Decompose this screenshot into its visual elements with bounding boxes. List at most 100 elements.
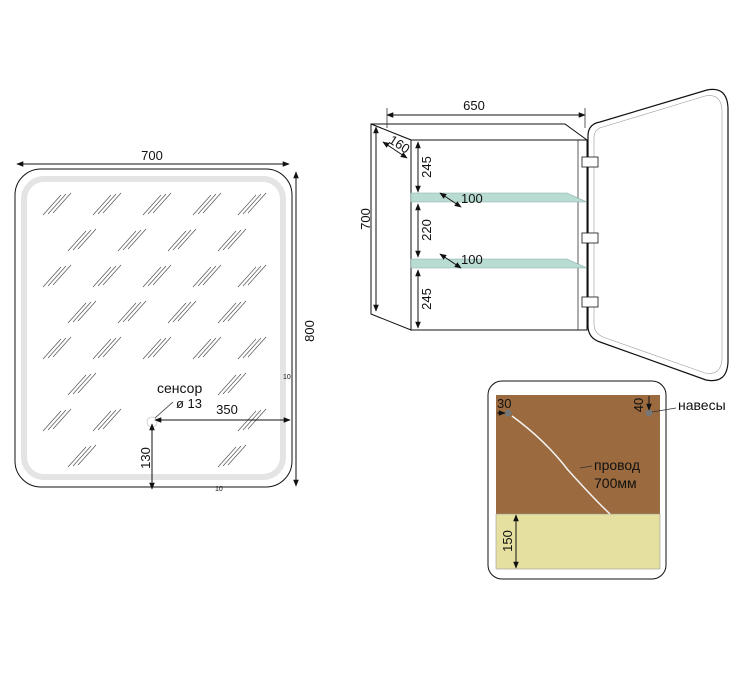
glass-hatch-stroke (47, 265, 67, 287)
shelf-gap-mid-label: 220 (419, 219, 434, 241)
glass-hatch-stroke (167, 302, 187, 324)
cabinet-front-frame (410, 139, 588, 331)
glass-hatch-stroke (72, 373, 92, 395)
glass-hatch-stroke (47, 337, 67, 359)
glass-hatch-stroke (92, 410, 112, 432)
glass-hatch-stroke (222, 301, 242, 323)
glass-hatch-stroke (67, 374, 87, 396)
glass-hatch-stroke (192, 266, 212, 288)
glass-hatch-stroke (102, 192, 122, 214)
shelf2-depth-dim-line (439, 253, 462, 269)
edge-label-bottom: 10 (215, 486, 223, 493)
glass-hatch-stroke (247, 264, 267, 286)
sensor-diameter-label: ø 13 (176, 396, 202, 411)
hanger-left-icon (504, 409, 512, 417)
glass-hatch-stroke (217, 230, 237, 252)
glass-hatch-stroke (42, 410, 62, 432)
glass-hatch-stroke (192, 338, 212, 360)
glass-hatch-stroke (67, 230, 87, 252)
mirror-height-label: 800 (302, 320, 317, 342)
glass-hatch-stroke (237, 266, 257, 288)
cabinet-door-inner (593, 95, 723, 374)
glass-hatch-stroke (167, 230, 187, 252)
glass-hatch-stroke (217, 374, 237, 396)
glass-hatch-stroke (92, 194, 112, 216)
glass-hatch-stroke (67, 302, 87, 324)
glass-hatch-stroke (52, 192, 72, 214)
glass-hatch-stroke (42, 338, 62, 360)
glass-hatch-stroke (202, 336, 222, 358)
led-strip (21, 176, 286, 480)
cabinet-door (587, 88, 729, 382)
glass-hatch-stroke (122, 301, 142, 323)
glass-hatch-stroke (227, 228, 247, 250)
hinge-1 (581, 156, 599, 168)
glass-hatch-stroke (52, 336, 72, 358)
sensor-leader (154, 401, 174, 419)
glass-hatch-stroke (42, 266, 62, 288)
glass-hatch-stroke (247, 192, 267, 214)
glass-hatch-stroke (242, 265, 262, 287)
cabinet-height-label: 700 (358, 208, 373, 230)
glass-hatch-stroke (222, 445, 242, 467)
glass-hatch-stroke (202, 264, 222, 286)
shelf2-depth-label: 100 (461, 252, 483, 267)
glass-hatch-stroke (102, 408, 122, 430)
sensor-x-label: 350 (216, 402, 238, 417)
hinge-3 (581, 296, 599, 308)
glass-hatch-stroke (97, 193, 117, 215)
glass-hatch-stroke (147, 265, 167, 287)
glass-hatch-stroke (172, 229, 192, 251)
glass-hatch-stroke (147, 193, 167, 215)
glass-hatch-stroke (92, 338, 112, 360)
glass-hatch-stroke (97, 409, 117, 431)
glass-hatch-stroke (242, 193, 262, 215)
right-offset-label: 40 (631, 398, 646, 412)
glass-hatch-stroke (237, 194, 257, 216)
shelf-1 (410, 192, 588, 203)
bottom-zone (495, 513, 661, 570)
glass-hatch-stroke (227, 300, 247, 322)
hinge-2 (581, 232, 599, 244)
glass-hatch-stroke (202, 192, 222, 214)
glass-hatch-stroke (92, 266, 112, 288)
cabinet-width-label: 650 (463, 98, 485, 113)
wire-leader (579, 465, 593, 469)
glass-hatch-stroke (77, 228, 97, 250)
sensor-y-label: 130 (138, 447, 153, 469)
glass-hatch-stroke (72, 229, 92, 251)
glass-hatch-stroke (177, 300, 197, 322)
glass-hatch-stroke (102, 264, 122, 286)
glass-hatch-stroke (117, 230, 137, 252)
glass-hatch-stroke (222, 373, 242, 395)
glass-hatch-stroke (152, 192, 172, 214)
glass-hatch-stroke (197, 337, 217, 359)
glass-hatch-stroke (217, 302, 237, 324)
glass-hatch-stroke (227, 444, 247, 466)
glass-hatch-stroke (197, 193, 217, 215)
glass-hatch-stroke (152, 264, 172, 286)
hinges-label: навесы (678, 397, 726, 413)
glass-hatch-stroke (42, 194, 62, 216)
glass-hatch-stroke (127, 228, 147, 250)
glass-hatch-stroke (177, 228, 197, 250)
glass-hatch-stroke (247, 408, 267, 430)
glass-hatch-stroke (72, 445, 92, 467)
cabinet-view: 650 160 700 245 220 245 100 100 (358, 88, 729, 382)
mirror-outline (14, 168, 293, 488)
glass-hatch-stroke (77, 444, 97, 466)
glass-hatch-stroke (147, 337, 167, 359)
glass-hatch-stroke (122, 229, 142, 251)
glass-hatch-stroke (72, 301, 92, 323)
hanger-right-icon (645, 409, 653, 417)
glass-hatch-stroke (47, 409, 67, 431)
back-panel (496, 395, 660, 514)
glass-hatch-stroke (222, 229, 242, 251)
glass-hatch-stroke (142, 194, 162, 216)
back-view: 30 40 навесы провод 700мм 150 (487, 380, 726, 580)
mirror-front-view: 700 800 сенсор ø 13 350 130 10 10 (14, 148, 317, 493)
glass-hatch-stroke (97, 265, 117, 287)
glass-hatch-stroke (142, 266, 162, 288)
glass-hatch-stroke (217, 446, 237, 468)
wire-label-2: 700мм (594, 475, 637, 491)
